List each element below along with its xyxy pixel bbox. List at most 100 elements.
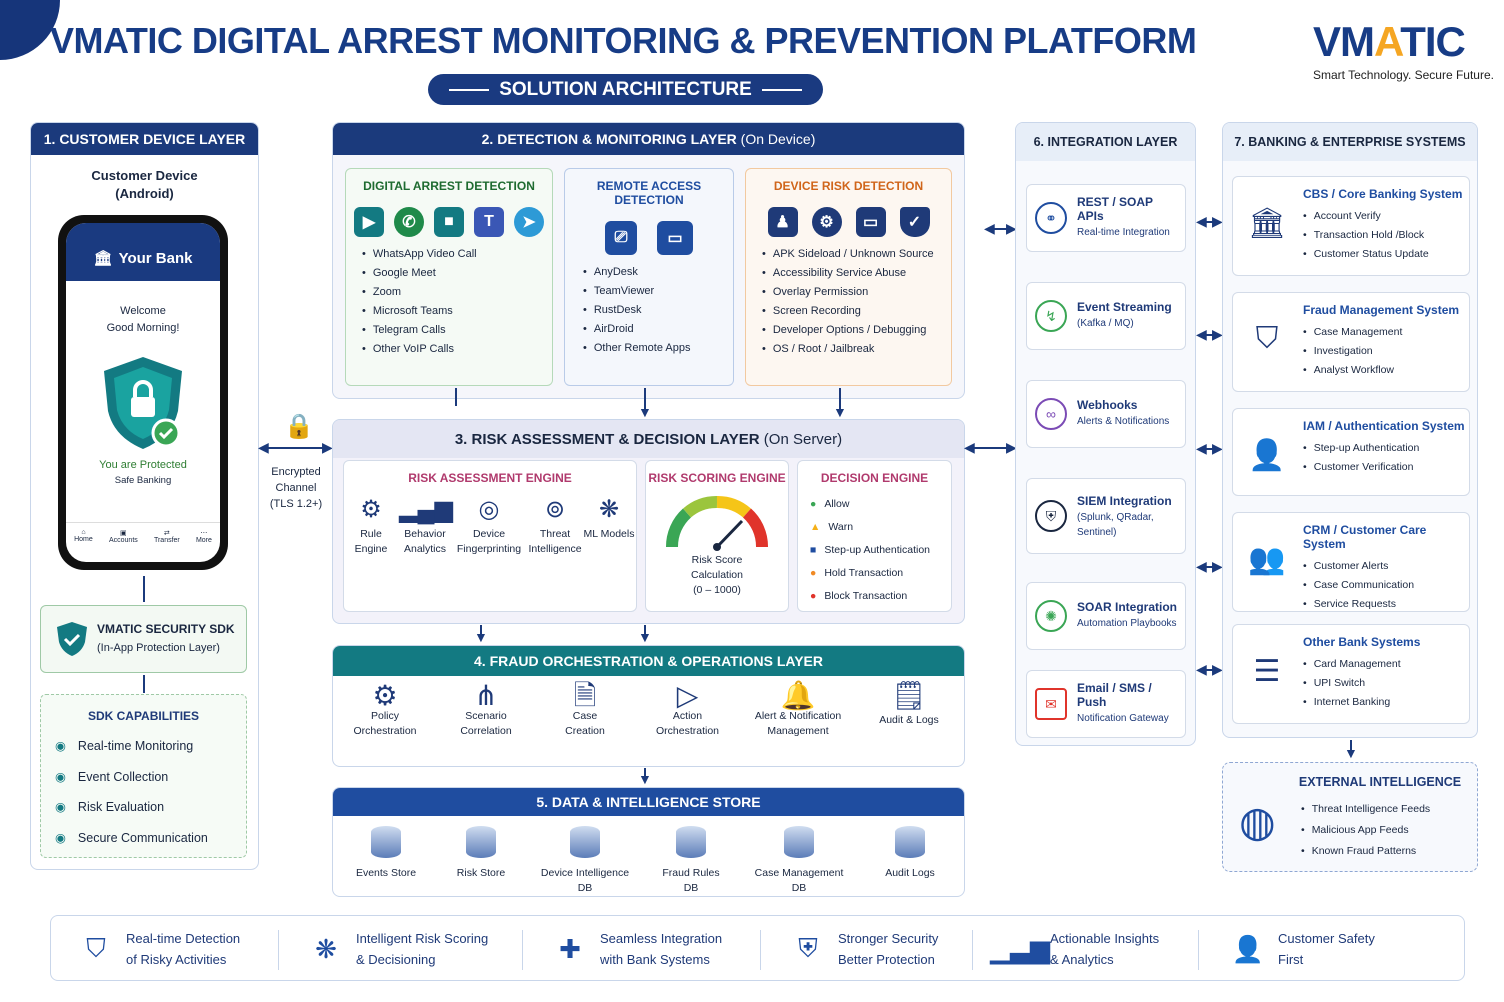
- lock-icon: 🔒: [284, 413, 314, 440]
- list-item: Developer Options / Debugging: [762, 321, 951, 340]
- external-intelligence-box: EXTERNAL INTELLIGENCE ◍ Threat Intellige…: [1222, 762, 1478, 872]
- phone-nav-bar: ⌂Home ▣Accounts ⇄Transfer ⋯More: [66, 522, 220, 544]
- connector: [1202, 221, 1218, 223]
- database-icon: [895, 826, 925, 858]
- globe-icon: ◍: [1239, 798, 1276, 845]
- siem-shield-icon: ⛨: [1035, 500, 1067, 532]
- fraud-management-box: ⛉ Fraud Management System Case Managemen…: [1232, 292, 1470, 392]
- arrow-right: ▶: [1006, 220, 1017, 236]
- nav-accounts[interactable]: ▣Accounts: [108, 530, 138, 544]
- capability-item: ◉Event Collection: [55, 769, 169, 784]
- whatsapp-icon: ✆: [394, 207, 424, 237]
- layer-6-header: 6. INTEGRATION LAYER: [1016, 123, 1195, 161]
- users-icon: 👥: [1248, 542, 1286, 576]
- system-title: Fraud Management System: [1303, 303, 1460, 317]
- benefit-item: ▁▃▆Actionable Insights& Analytics: [990, 931, 1160, 967]
- arrow-down: ▼: [638, 404, 652, 420]
- meet-icon: ■: [434, 207, 464, 237]
- protected-text: You are Protected: [99, 459, 187, 471]
- system-title: CBS / Core Banking System: [1303, 187, 1463, 201]
- event-streaming-box: ↯Event Streaming(Kafka / MQ): [1026, 282, 1186, 350]
- connector: [143, 576, 145, 602]
- arrow-down: ▼: [638, 771, 652, 787]
- list-item: Malicious App Feeds: [1301, 820, 1430, 841]
- android-icon: ♟: [767, 207, 798, 237]
- system-title: Other Bank Systems: [1303, 635, 1421, 649]
- fraud-orchestration-layer: 4. FRAUD ORCHESTRATION & OPERATIONS LAYE…: [332, 645, 965, 767]
- risk-store-cell: Risk Store: [441, 826, 521, 881]
- security-shield-icon: ⛨: [798, 933, 818, 963]
- list-item: Other VoIP Calls: [362, 340, 552, 359]
- benefit-item: ❋Intelligent Risk Scoring& Decisioning: [308, 928, 488, 970]
- email-icon: ✉: [1035, 688, 1067, 720]
- list-item: APK Sideload / Unknown Source: [762, 245, 951, 264]
- safe-banking-text: Safe Banking: [114, 475, 172, 486]
- divider: [522, 930, 523, 970]
- threat-icon: ⊚: [544, 496, 566, 523]
- gear-icon: ⚙: [372, 680, 398, 711]
- bell-icon: 🔔: [780, 680, 816, 711]
- list-item: Accessibility Service Abuse: [762, 264, 951, 283]
- bank-building-icon: 🏛: [1247, 206, 1287, 240]
- list-item: Zoom: [362, 283, 552, 302]
- divider: [760, 930, 761, 970]
- arrow-left: ◀: [1196, 661, 1207, 677]
- list-item: OS / Root / Jailbreak: [762, 340, 951, 359]
- brain-icon: ❋: [598, 496, 620, 523]
- device-risk-title: DEVICE RISK DETECTION: [773, 179, 924, 193]
- subtitle-text: SOLUTION ARCHITECTURE: [499, 78, 752, 100]
- brain-icon: ❋: [315, 933, 337, 964]
- teams-icon: T: [474, 207, 504, 237]
- nav-more[interactable]: ⋯More: [195, 530, 212, 544]
- audit-logs-db-cell: Audit Logs: [870, 826, 950, 881]
- connector: [839, 388, 841, 414]
- divider: [972, 930, 973, 970]
- decision-warn: ▲Warn: [810, 521, 854, 533]
- user-icon: 👤: [1248, 438, 1286, 472]
- nav-home[interactable]: ⌂Home: [74, 529, 93, 543]
- list-item: Overlay Permission: [762, 283, 951, 302]
- arrow-right: ▶: [1212, 326, 1223, 342]
- arrow-right: ▶: [1212, 661, 1223, 677]
- connector: [644, 625, 646, 639]
- puzzle-icon: ✚: [559, 933, 581, 964]
- connector: [455, 388, 457, 406]
- arrow-left: ◀: [1196, 440, 1207, 456]
- device-label: Customer Device(Android): [91, 168, 198, 201]
- block-icon: ●: [810, 590, 817, 602]
- list-item: Other Remote Apps: [583, 339, 733, 358]
- de-title: DECISION ENGINE: [820, 471, 929, 485]
- shield-check-icon: ⛉: [86, 933, 106, 963]
- connector: [143, 675, 145, 693]
- nav-transfer[interactable]: ⇄Transfer: [153, 530, 180, 544]
- collect-icon: ◉: [55, 769, 66, 784]
- arrow-down: ▼: [833, 404, 847, 420]
- screen-icon: ▭: [855, 207, 886, 237]
- benefits-bar: [50, 915, 1465, 981]
- more-icon: ⋯: [200, 530, 208, 537]
- remote-access-title: REMOTE ACCESS DETECTION: [596, 179, 702, 207]
- list-item: TeamViewer: [583, 282, 733, 301]
- fingerprint-icon: ◎: [478, 496, 500, 523]
- streaming-icon: ↯: [1035, 300, 1067, 332]
- list-item: WhatsApp Video Call: [362, 245, 552, 264]
- list-item: RustDesk: [583, 301, 733, 320]
- list-item: Google Meet: [362, 264, 552, 283]
- warning-icon: ▲: [810, 521, 821, 533]
- server-icon: ☰: [1253, 654, 1281, 688]
- vmatic-logo: VMATIC: [1313, 18, 1466, 65]
- arrow-right: ▶: [322, 439, 333, 455]
- bank-name: Your Bank: [118, 249, 193, 267]
- core-banking-box: 🏛 CBS / Core Banking System Account Veri…: [1232, 176, 1470, 276]
